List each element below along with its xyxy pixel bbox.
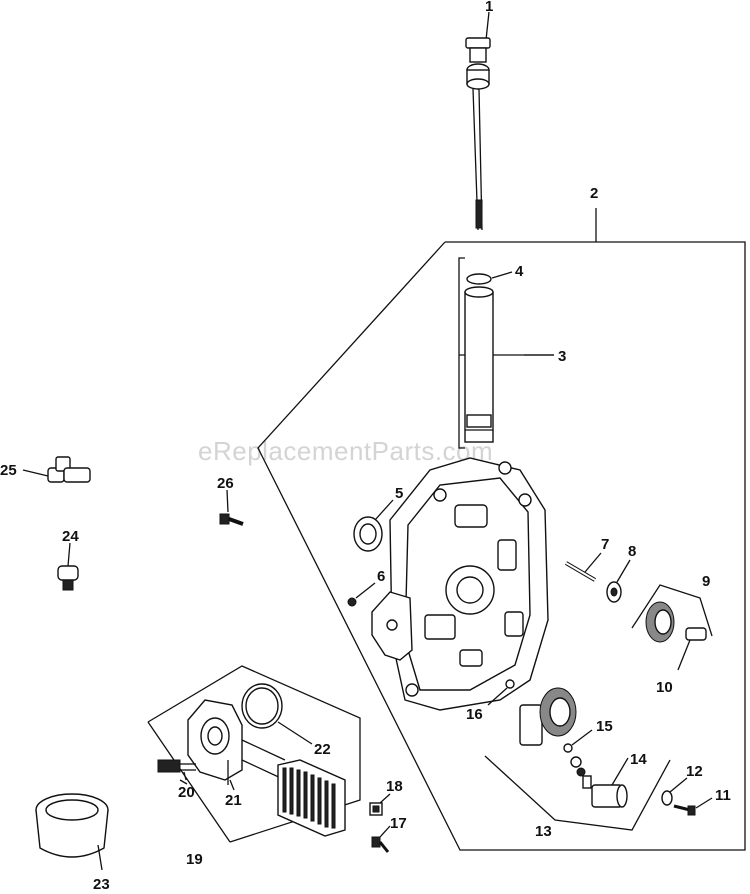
- part-7-pin[interactable]: [564, 552, 602, 582]
- part-24-plug-fitting[interactable]: [57, 542, 79, 591]
- callout-20: 20: [178, 784, 195, 801]
- callout-23: 23: [93, 876, 110, 893]
- callout-3: 3: [558, 348, 566, 365]
- part-3-tube[interactable]: [458, 257, 554, 449]
- callout-12: 12: [686, 763, 703, 780]
- part-9-group-bracket: [631, 584, 713, 637]
- part-13-group-bracket: [484, 755, 671, 831]
- crankcase-cover[interactable]: [389, 457, 549, 711]
- part-17-screw[interactable]: [371, 825, 391, 853]
- callout-18: 18: [386, 778, 403, 795]
- callout-21: 21: [225, 792, 242, 809]
- callout-8: 8: [628, 543, 636, 560]
- callout-17: 17: [390, 815, 407, 832]
- callout-26: 26: [217, 475, 234, 492]
- callout-labels: 1 2 3 4 5 6 7 8 9 10 11 12 13 14 15 16 1…: [0, 0, 731, 893]
- part-10-shaft[interactable]: [677, 627, 707, 671]
- leader-21: [229, 779, 235, 791]
- callout-10: 10: [656, 679, 673, 696]
- oil-cooler-core[interactable]: [277, 759, 346, 837]
- part-5-oil-seal[interactable]: [353, 499, 394, 552]
- part-16-o-ring[interactable]: [487, 679, 515, 706]
- callout-5: 5: [395, 485, 403, 502]
- oil-pump-plate[interactable]: [371, 591, 413, 661]
- callout-4: 4: [515, 263, 524, 280]
- callout-14: 14: [630, 751, 647, 768]
- part-14-sensor[interactable]: [591, 757, 629, 808]
- part-8-washer[interactable]: [606, 559, 631, 603]
- part-4-o-ring[interactable]: [466, 271, 513, 285]
- callout-7: 7: [601, 536, 609, 553]
- callout-25: 25: [0, 462, 17, 479]
- relief-spring[interactable]: [570, 756, 592, 789]
- part-20-threaded-stud[interactable]: [157, 759, 196, 781]
- callout-22: 22: [314, 741, 331, 758]
- callout-16: 16: [466, 706, 483, 723]
- part-26-bolt[interactable]: [219, 489, 244, 526]
- part-1-dipstick[interactable]: [465, 11, 491, 231]
- part-21-adapter[interactable]: [187, 699, 286, 785]
- part-23-oil-filter[interactable]: [35, 793, 109, 871]
- leader-20: [179, 779, 188, 785]
- part-25-elbow-fitting[interactable]: [22, 456, 91, 483]
- part-6-plug[interactable]: [347, 582, 376, 607]
- callout-9: 9: [702, 573, 710, 590]
- watermark-text: eReplacementParts.com: [198, 436, 493, 466]
- callout-6: 6: [377, 568, 385, 585]
- part-12-washer[interactable]: [661, 777, 688, 806]
- callout-2: 2: [590, 185, 598, 202]
- part-11-screw[interactable]: [673, 797, 713, 816]
- part-18-nut[interactable]: [369, 793, 391, 816]
- assembly-2-boundary: [257, 208, 746, 851]
- part-9-gear[interactable]: [645, 601, 675, 643]
- oil-pump-gear[interactable]: [519, 687, 577, 746]
- callout-19: 19: [186, 851, 203, 868]
- callout-13: 13: [535, 823, 552, 840]
- part-22-o-ring[interactable]: [241, 683, 313, 745]
- callout-11: 11: [715, 787, 731, 804]
- part-15-ball[interactable]: [563, 729, 593, 753]
- callout-1: 1: [485, 0, 493, 15]
- callout-24: 24: [62, 528, 79, 545]
- callout-15: 15: [596, 718, 613, 735]
